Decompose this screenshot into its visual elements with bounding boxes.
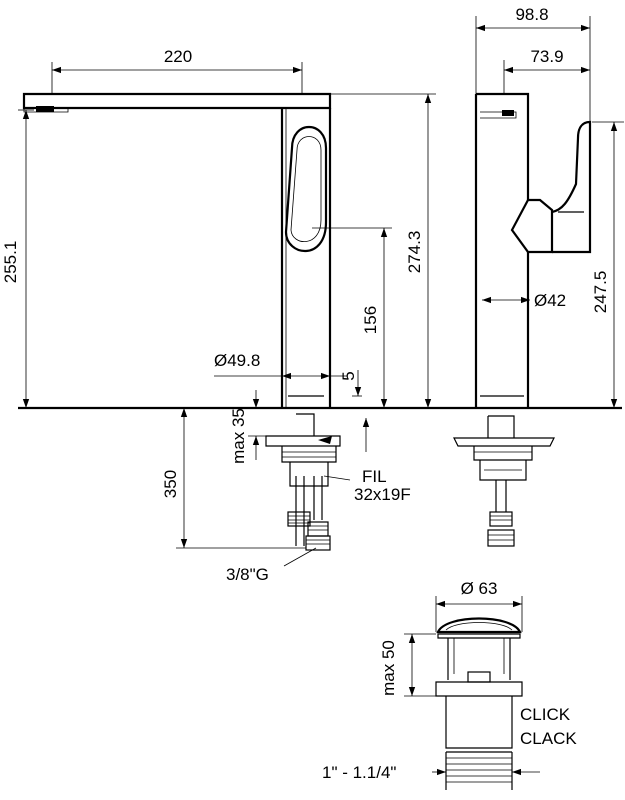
- dim-drain-max: max 50: [379, 640, 398, 696]
- dim-total-depth: 98.8: [515, 5, 548, 24]
- side-below-counter: [453, 415, 555, 547]
- front-below-counter: [265, 413, 341, 551]
- label-connection: 3/8"G: [226, 565, 269, 584]
- dim-handle-depth: 73.9: [530, 47, 563, 66]
- dim-body-diameter: Ø49.8: [214, 351, 260, 370]
- dim-base-gap: 5: [339, 371, 358, 380]
- label-click: CLICK: [520, 705, 571, 724]
- dim-drain-diameter: Ø 63: [461, 579, 498, 598]
- dim-hose-length: 350: [161, 470, 180, 498]
- dim-side-diameter: Ø42: [534, 291, 566, 310]
- dim-spout-height: 255.1: [1, 241, 20, 284]
- dim-side-height: 247.5: [591, 271, 610, 314]
- front-view-faucet: [22, 92, 332, 408]
- label-fil-line2: 32x19F: [354, 485, 411, 504]
- click-clack-drain: [435, 617, 523, 790]
- label-clack: CLACK: [520, 729, 577, 748]
- dim-lever-height: 156: [361, 306, 380, 334]
- side-view-faucet: [474, 92, 592, 408]
- label-fil-line1: FIL: [362, 467, 387, 486]
- dim-total-height: 274.3: [405, 231, 424, 274]
- dim-drain-thread: 1" - 1.1/4": [322, 763, 396, 782]
- dim-spout-reach: 220: [164, 47, 192, 66]
- dim-max-thickness: max 35: [229, 408, 248, 464]
